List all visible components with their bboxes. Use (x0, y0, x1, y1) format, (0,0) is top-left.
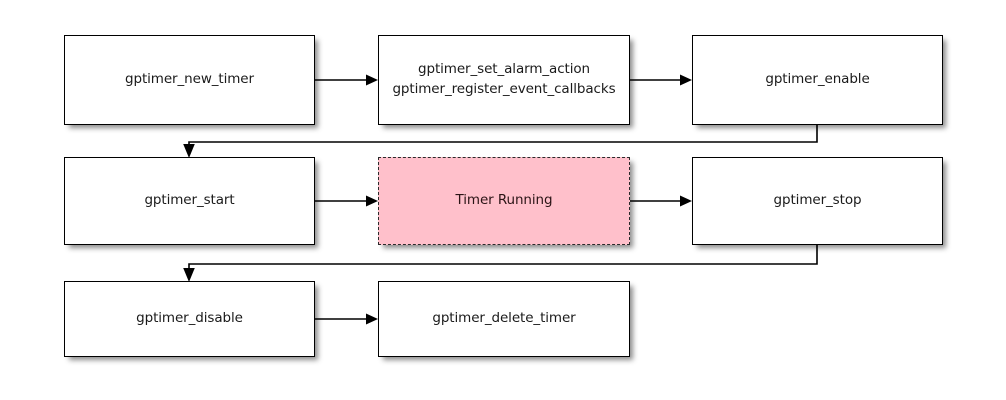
node-timer-running[interactable]: Timer Running (378, 157, 630, 245)
edge-stop-to-disable (183, 245, 818, 282)
node-gptimer-set-alarm-action[interactable]: gptimer_set_alarm_action gptimer_registe… (378, 35, 630, 125)
edge-set-alarm-action-to-enable (630, 74, 692, 86)
node-gptimer-disable[interactable]: gptimer_disable (64, 281, 315, 357)
edge-disable-to-delete-timer (315, 313, 378, 325)
node-gptimer-new-timer[interactable]: gptimer_new_timer (64, 35, 315, 125)
state-label-line: Timer Running (455, 192, 553, 209)
node-gptimer-stop[interactable]: gptimer_stop (692, 157, 943, 245)
node-label-line: gptimer_register_event_callbacks (392, 81, 616, 97)
node-gptimer-enable[interactable]: gptimer_enable (692, 35, 943, 125)
node-label-line: gptimer_new_timer (125, 71, 254, 88)
edge-timer-running-to-stop (630, 195, 692, 207)
node-label-line: gptimer_delete_timer (432, 310, 576, 327)
node-gptimer-start[interactable]: gptimer_start (64, 157, 315, 245)
edge-enable-to-start (183, 125, 818, 158)
edge-new-timer-to-set-alarm-action (315, 74, 378, 86)
node-label-line: gptimer_set_alarm_action (418, 61, 590, 78)
node-label-line: gptimer_enable (765, 71, 870, 88)
edge-start-to-timer-running (315, 195, 378, 207)
node-label-line: gptimer_stop (773, 192, 862, 209)
node-label-line: gptimer_start (144, 192, 235, 209)
node-gptimer-delete-timer[interactable]: gptimer_delete_timer (378, 281, 630, 357)
node-label-line: gptimer_disable (136, 310, 243, 327)
